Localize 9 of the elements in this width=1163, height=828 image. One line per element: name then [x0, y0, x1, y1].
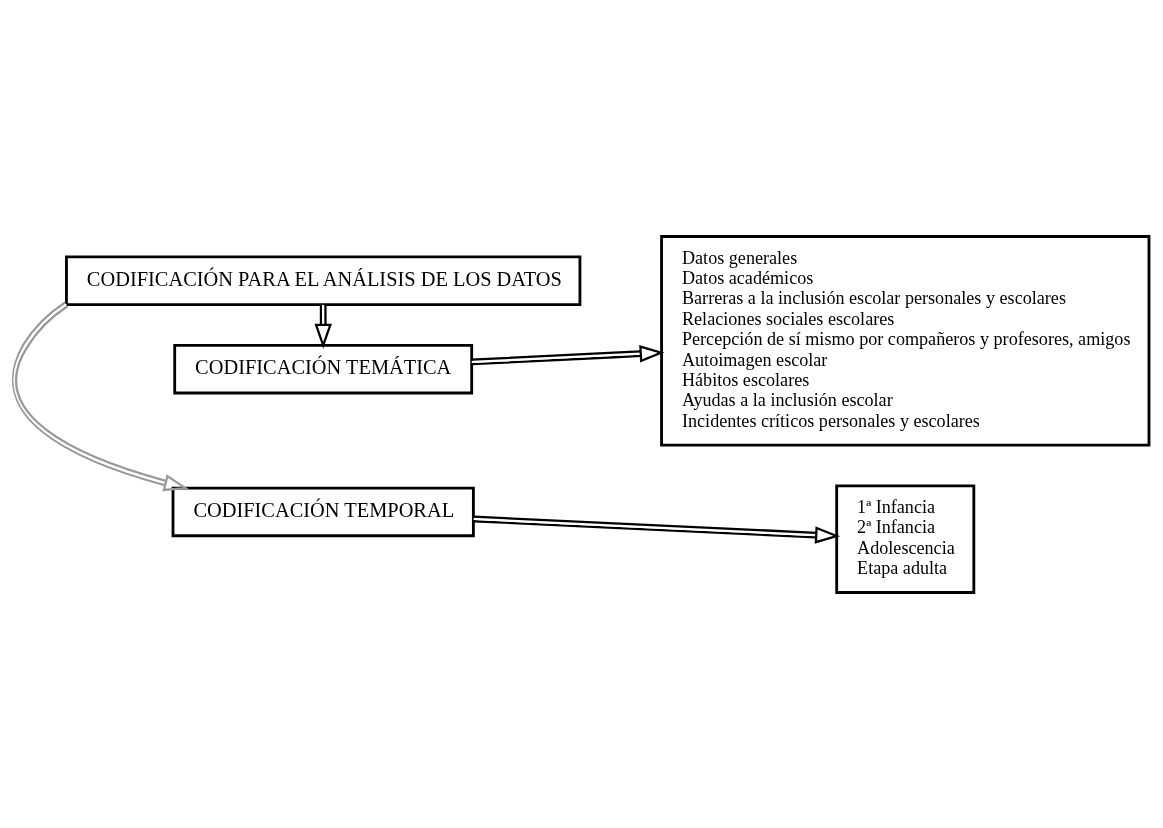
arrow: [473, 515, 841, 544]
node-box: Datos generales Datos académicos Barreras a la inclusión escolar personales y escolares Relaciones sociales escolares Percepción de sí mismo por compañeros y profesores, amigos Autoimagen escolar Hábitos escolares Ayudas a la inclusión escolar Incidentes críticos personales y escolares: [660, 234, 1151, 447]
node-box: CODIFICACIÓN PARA EL ANÁLISIS DE LOS DATOS: [65, 255, 582, 306]
arrow: [12, 301, 189, 491]
node-box: 1ª Infancia 2ª Infancia Adolescencia Etapa adulta: [835, 484, 976, 594]
node-box: CODIFICACIÓN TEMPORAL: [171, 486, 475, 537]
node-box: CODIFICACIÓN TEMÁTICA: [173, 343, 474, 394]
arrow: [314, 304, 332, 349]
arrow: [471, 344, 665, 365]
